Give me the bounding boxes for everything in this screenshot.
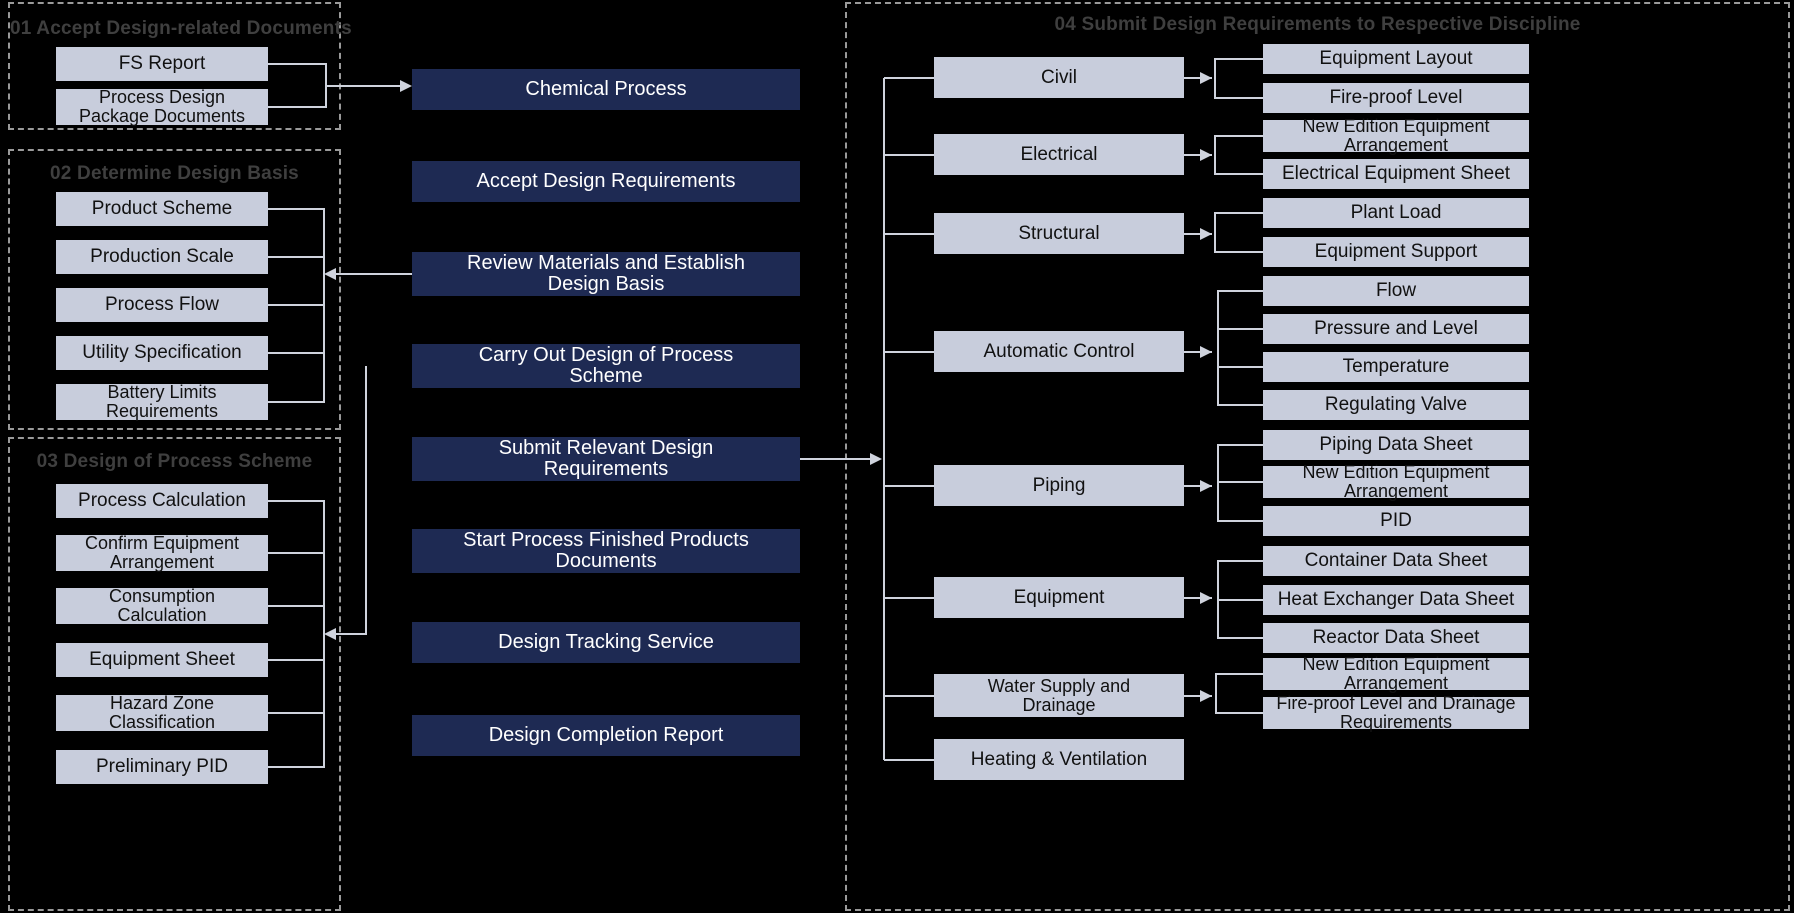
discipline-equipment[interactable]: Equipment [934,577,1184,618]
step-review-materials-establish-design-basis[interactable]: Review Materials and Establish Design Ba… [412,252,800,296]
step-design-tracking-service[interactable]: Design Tracking Service [412,622,800,663]
group-03-title: 03 Design of Process Scheme [36,451,313,472]
group-04-title: 04 Submit Design Requirements to Respect… [1054,14,1581,35]
box-product-scheme[interactable]: Product Scheme [56,192,268,226]
deliverable-reactor-data-sheet[interactable]: Reactor Data Sheet [1263,623,1529,653]
group-01-title: 01 Accept Design-related Documents [10,18,352,39]
discipline-piping[interactable]: Piping [934,465,1184,506]
deliverable-pid[interactable]: PID [1263,506,1529,536]
deliverable-plant-load[interactable]: Plant Load [1263,198,1529,228]
deliverable-regulating-valve[interactable]: Regulating Valve [1263,390,1529,420]
deliverable-new-edition-equipment-arrangement-civil[interactable]: New Edition Equipment Arrangement [1263,117,1529,154]
discipline-water-supply-and-drainage[interactable]: Water Supply and Drainage [934,674,1184,717]
deliverable-equipment-layout[interactable]: Equipment Layout [1263,44,1529,74]
deliverable-new-edition-equipment-arrangement-piping[interactable]: New Edition Equipment Arrangement [1263,463,1529,500]
deliverable-equipment-support[interactable]: Equipment Support [1263,237,1529,267]
box-equipment-sheet[interactable]: Equipment Sheet [56,643,268,677]
discipline-electrical[interactable]: Electrical [934,134,1184,175]
group-02-container: 02 Determine Design Basis [8,149,341,430]
box-preliminary-pid[interactable]: Preliminary PID [56,750,268,784]
group-04-container: 04 Submit Design Requirements to Respect… [845,2,1790,911]
discipline-civil[interactable]: Civil [934,57,1184,98]
box-process-flow[interactable]: Process Flow [56,288,268,322]
deliverable-container-data-sheet[interactable]: Container Data Sheet [1263,546,1529,576]
step-start-process-finished-products-documents[interactable]: Start Process Finished Products Document… [412,529,800,573]
box-consumption-calculation[interactable]: Consumption Calculation [56,587,268,624]
box-production-scale[interactable]: Production Scale [56,240,268,274]
deliverable-fire-proof-level-and-drainage-requirements[interactable]: Fire-proof Level and Drainage Requiremen… [1263,694,1529,731]
box-utility-specification[interactable]: Utility Specification [56,336,268,370]
deliverable-flow[interactable]: Flow [1263,276,1529,306]
box-process-calculation[interactable]: Process Calculation [56,484,268,518]
box-hazard-zone-classification[interactable]: Hazard Zone Classification [56,694,268,731]
step-chemical-process[interactable]: Chemical Process [412,69,800,110]
group-01-container: 01 Accept Design-related Documents [8,2,352,130]
discipline-automatic-control[interactable]: Automatic Control [934,331,1184,372]
discipline-structural[interactable]: Structural [934,213,1184,254]
box-battery-limits-requirements[interactable]: Battery Limits Requirements [56,383,268,420]
deliverable-electrical-equipment-sheet[interactable]: Electrical Equipment Sheet [1263,159,1529,189]
step-submit-relevant-design-requirements[interactable]: Submit Relevant Design Requirements [412,437,800,481]
step-accept-design-requirements[interactable]: Accept Design Requirements [412,161,800,202]
step-carry-out-design-of-process-scheme[interactable]: Carry Out Design of Process Scheme [412,344,800,388]
box-fs-report[interactable]: FS Report [56,47,268,81]
arrow-g01-to-chemical [400,80,412,92]
discipline-heating-and-ventilation[interactable]: Heating & Ventilation [934,739,1184,780]
group-03-container: 03 Design of Process Scheme [8,437,341,911]
deliverable-heat-exchanger-data-sheet[interactable]: Heat Exchanger Data Sheet [1263,585,1529,615]
box-confirm-equipment-arrangement[interactable]: Confirm Equipment Arrangement [56,534,268,571]
deliverable-piping-data-sheet[interactable]: Piping Data Sheet [1263,430,1529,460]
step-design-completion-report[interactable]: Design Completion Report [412,715,800,756]
deliverable-fire-proof-level[interactable]: Fire-proof Level [1263,83,1529,113]
group-02-title: 02 Determine Design Basis [50,163,299,184]
box-process-design-package-documents[interactable]: Process Design Package Documents [56,88,268,125]
deliverable-temperature[interactable]: Temperature [1263,352,1529,382]
deliverable-new-edition-equipment-arrangement-water[interactable]: New Edition Equipment Arrangement [1263,655,1529,692]
deliverable-pressure-and-level[interactable]: Pressure and Level [1263,314,1529,344]
